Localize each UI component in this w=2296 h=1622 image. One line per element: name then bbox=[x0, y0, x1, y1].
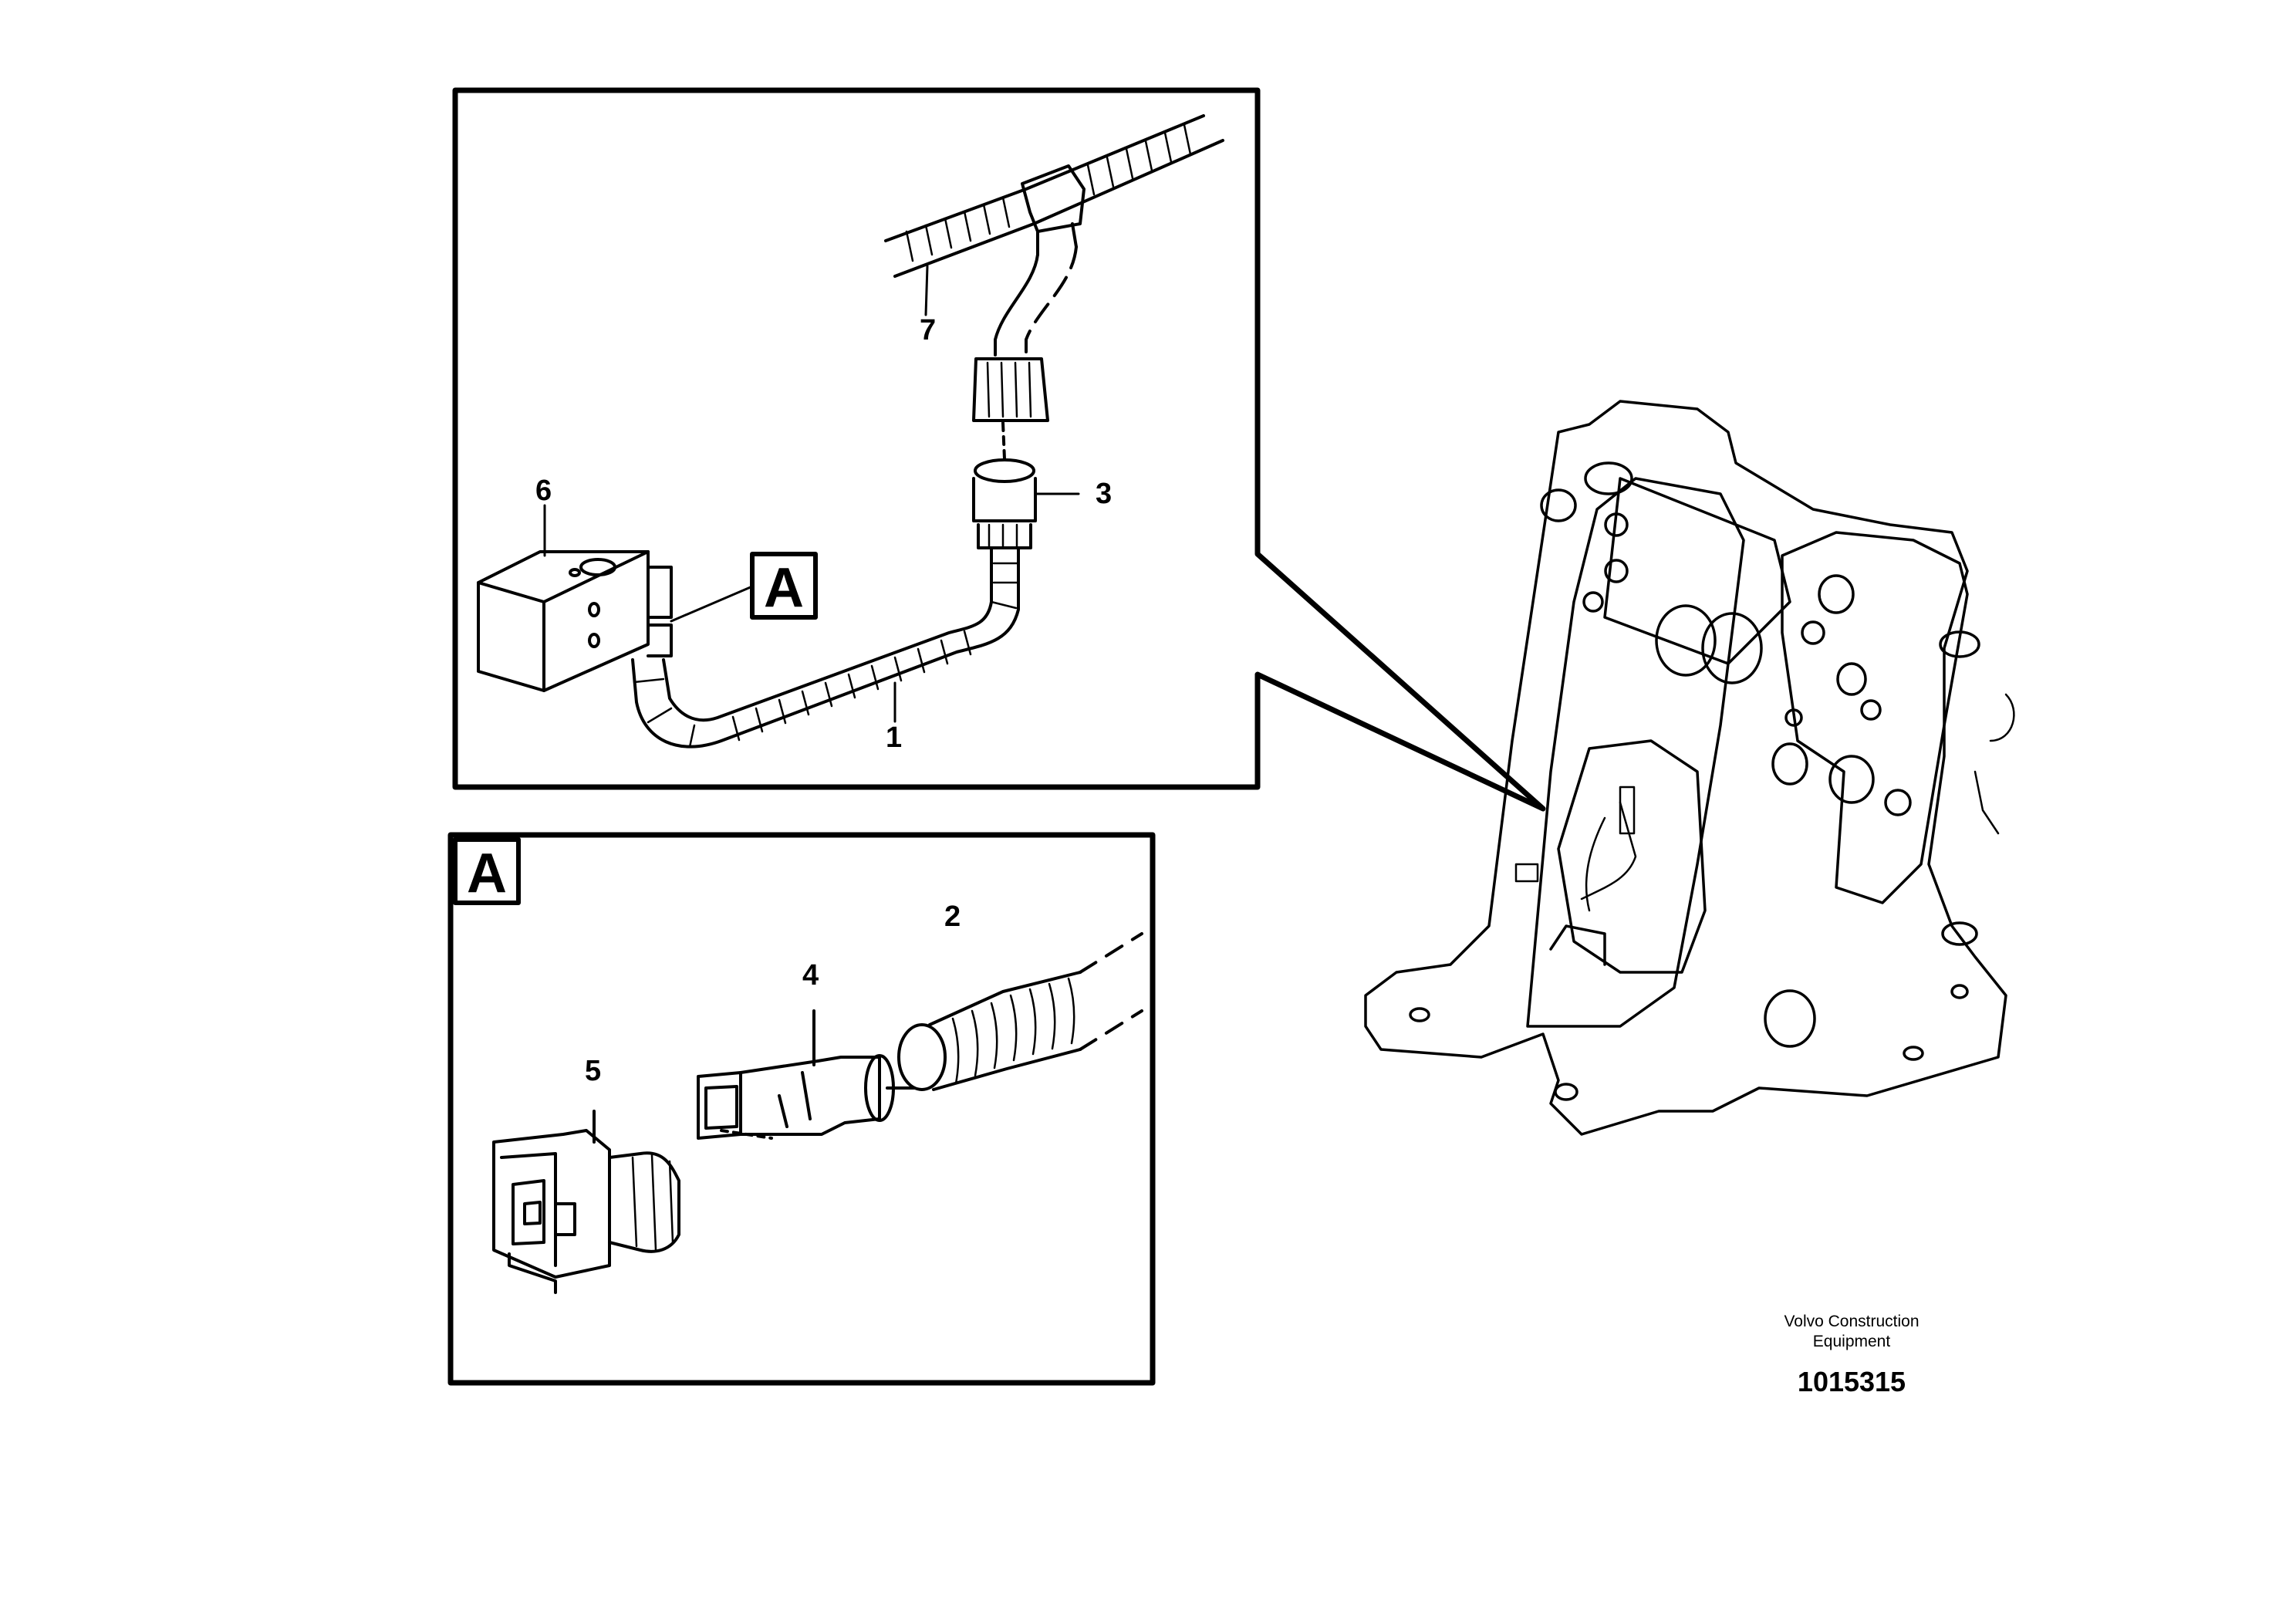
callout-3: 3 bbox=[1096, 478, 1112, 510]
sleeve-2 bbox=[897, 932, 1143, 1091]
connector-boot-4 bbox=[697, 1009, 916, 1140]
callout-1: 1 bbox=[886, 721, 902, 754]
leader-lines-top bbox=[543, 265, 1080, 723]
harness-pipe-7 bbox=[884, 114, 1224, 278]
callout-4: 4 bbox=[802, 959, 819, 992]
credit-block: Volvo Construction Equipment 1015315 bbox=[1751, 1312, 1952, 1398]
callout-5: 5 bbox=[585, 1055, 601, 1087]
detail-panel-bottom bbox=[447, 832, 1156, 1386]
detail-a-box-top bbox=[750, 552, 818, 620]
detail-a-box-bottom bbox=[453, 837, 521, 905]
detail-label-bottom: A bbox=[467, 843, 507, 904]
detail-label-top: A bbox=[764, 557, 804, 619]
callout-7: 7 bbox=[920, 314, 936, 346]
callout-6: 6 bbox=[535, 475, 552, 507]
credit-line-2: Equipment bbox=[1812, 1333, 1891, 1350]
drawing-number: 1015315 bbox=[1797, 1366, 1906, 1397]
connector-5 bbox=[492, 1110, 680, 1294]
loader-frame bbox=[1364, 400, 2015, 1136]
credit-line-1: Volvo Construction bbox=[1784, 1313, 1920, 1330]
callout-2: 2 bbox=[944, 901, 961, 933]
detail-panel-top bbox=[452, 87, 1546, 812]
cable-1 bbox=[631, 548, 1020, 748]
valve-block-6 bbox=[477, 550, 673, 692]
branch-hose bbox=[972, 245, 1078, 549]
